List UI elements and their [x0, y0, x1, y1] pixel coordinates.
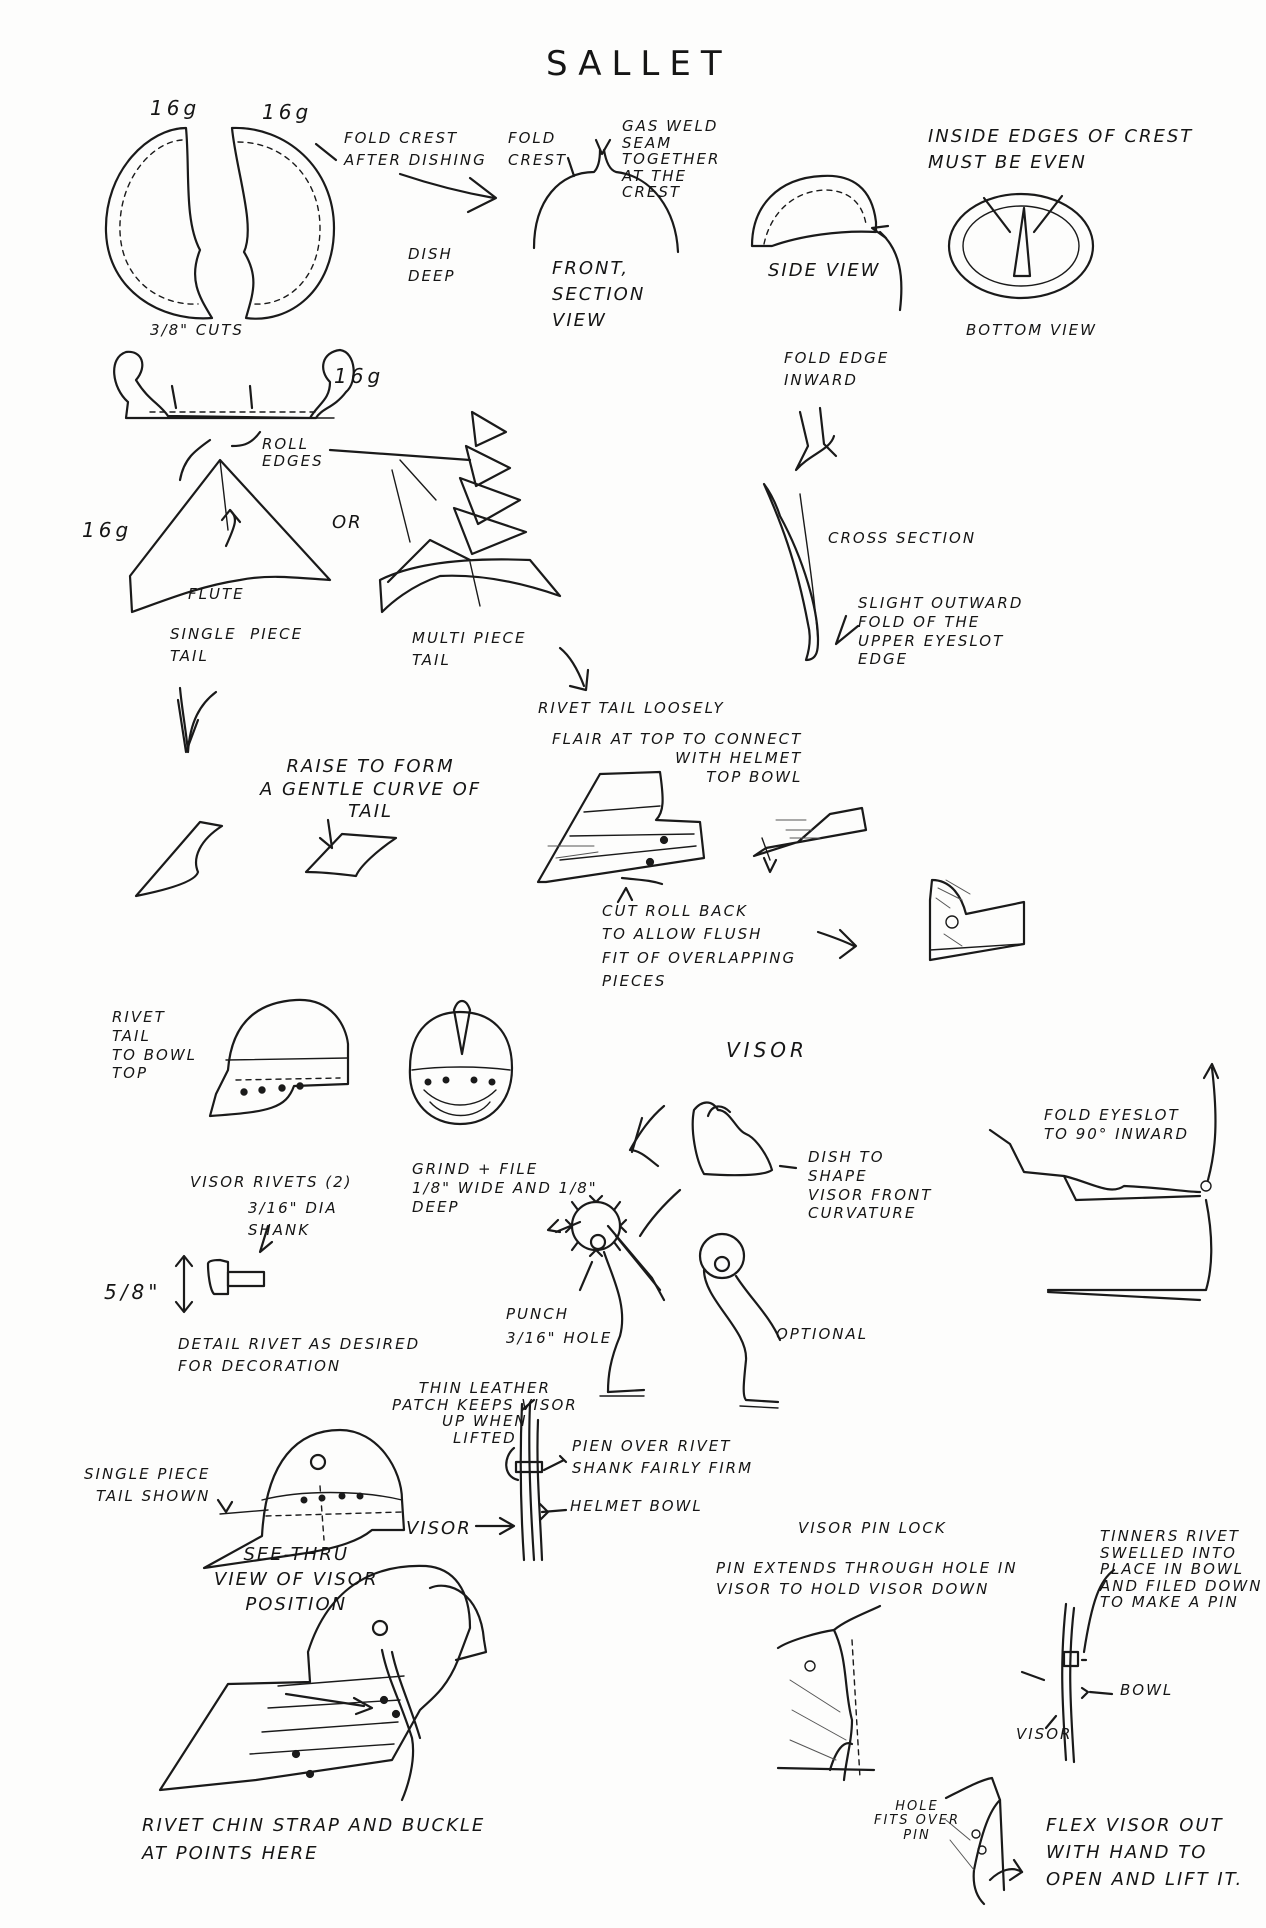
pin-lock-drawing [776, 1604, 882, 1782]
pien-over-label: PIEN OVER RIVET SHANK FAIRLY FIRM [572, 1437, 754, 1477]
pin-lock-heading: VISOR PIN LOCK [798, 1519, 947, 1537]
tinners-rivet-label: TINNERS RIVET SWELLED INTO PLACE IN BOWL… [1100, 1527, 1263, 1611]
crest-bottom-view [947, 192, 1095, 300]
helmet-bowl-label: HELMET BOWL [570, 1497, 703, 1515]
crest-side-view [750, 174, 903, 312]
raise-curve-label: RAISE TO FORM A GENTLE CURVE OF TAIL [260, 756, 482, 822]
gauge-label: 16g [334, 364, 385, 388]
gauge-label: 16g [82, 518, 133, 542]
slight-fold-label: SLIGHT OUTWARD FOLD OF THE UPPER EYESLOT… [858, 594, 1024, 669]
gauge-label: 16g [150, 96, 201, 120]
fold-eyeslot-label: FOLD EYESLOT TO 90° INWARD [1044, 1106, 1190, 1143]
chin-strap-label: RIVET CHIN STRAP AND BUCKLE AT POINTS HE… [142, 1815, 486, 1864]
single-piece-shown-label: SINGLE PIECE TAIL SHOWN [84, 1465, 211, 1505]
fold-crest-after-label: FOLD CREST AFTER DISHING [344, 129, 487, 169]
tail-blank [113, 348, 472, 482]
multi-piece-tail [378, 410, 562, 614]
cross-section-label: CROSS SECTION [828, 529, 977, 547]
front-section-label: FRONT, SECTION VIEW [552, 258, 646, 332]
see-thru-label: SEE-THRU VIEW OF VISOR POSITION [214, 1544, 379, 1616]
gas-weld-label: GAS WELD SEAM TOGETHER AT THE CREST [622, 117, 721, 201]
hole-fits-label: HOLE FITS OVER PIN [874, 1799, 961, 1843]
crest-halves-drawing [104, 126, 338, 320]
thin-leather-label: THIN LEATHER PATCH KEEPS VISOR UP WHEN L… [392, 1379, 578, 1447]
dish-arrow-1 [398, 172, 498, 214]
cuts-label: 3/8" CUTS [150, 321, 244, 339]
grind-file-label: GRIND + FILE 1/8" WIDE AND 1/8" DEEP [412, 1160, 598, 1216]
pin-extends-label: PIN EXTENDS THROUGH HOLE IN VISOR TO HOL… [716, 1559, 1018, 1598]
visor-rivet-detail [174, 1224, 274, 1314]
bottom-view-label: BOTTOM VIEW [966, 321, 1097, 339]
raised-tail-sketches [134, 818, 398, 898]
fold-eyeslot-drawing [988, 1062, 1220, 1302]
fold-edge-label: FOLD EDGE INWARD [784, 349, 890, 389]
tinners-rivet-detail [1044, 1568, 1116, 1764]
visor-leather-detail [474, 1398, 568, 1562]
bowl-label: BOWL [1120, 1681, 1174, 1699]
detail-rivet-label: DETAIL RIVET AS DESIRED FOR DECORATION [178, 1335, 421, 1375]
flex-visor-drawing [944, 1776, 1024, 1906]
overlap-detail [816, 878, 1026, 962]
front-section-view [532, 138, 680, 254]
rivet-tail-bowl-label: RIVET TAIL TO BOWL TOP [112, 1008, 198, 1083]
eyeslot-cross-section [762, 482, 860, 662]
visor-heading: VISOR [726, 1038, 808, 1062]
side-view-label: SIDE VIEW [768, 260, 881, 281]
single-piece-tail [128, 458, 332, 614]
roll-edges-label: ROLL EDGES [262, 435, 324, 470]
cut-roll-label: CUT ROLL BACK TO ALLOW FLUSH FIT OF OVER… [602, 902, 797, 990]
optional-label: OPTIONAL [776, 1325, 869, 1343]
visor-pivot-gear [546, 1194, 666, 1397]
pin-visor-label: VISOR [1016, 1725, 1073, 1743]
punch-hole-label: PUNCH 3/16" HOLE [506, 1305, 613, 1347]
or-label: OR [332, 512, 363, 533]
helmet-with-strap [158, 1564, 488, 1802]
flex-visor-label: FLEX VISOR OUT WITH HAND TO OPEN AND LIF… [1046, 1815, 1244, 1890]
single-piece-label: SINGLE PIECE TAIL [170, 625, 304, 665]
dish-visor-arrow [628, 1101, 798, 1177]
rivet-loosely-label: RIVET TAIL LOOSELY [538, 699, 725, 717]
sallet-side-riveted [208, 998, 350, 1118]
visor-label: VISOR [406, 1518, 472, 1539]
visor-rivets-label: VISOR RIVETS (2) [190, 1173, 353, 1191]
sallet-front-view [408, 999, 514, 1126]
multi-piece-label: MULTI PIECE TAIL [412, 629, 527, 669]
dish-shape-label: DISH TO SHAPE VISOR FRONT CURVATURE [808, 1148, 933, 1223]
fold-crest-label: FOLD CREST [508, 129, 568, 169]
label-leaders [554, 156, 1046, 1682]
dish-deep-label: DISH DEEP [408, 245, 456, 285]
flair-label: FLAIR AT TOP TO CONNECT WITH HELMET TOP … [552, 730, 803, 786]
gauge-label: 16g [262, 100, 313, 124]
inside-edges-label: INSIDE EDGES OF CREST MUST BE EVEN [928, 126, 1194, 174]
tail-down-arrows [176, 406, 838, 754]
dimension-label: 5/8" [104, 1280, 162, 1304]
riveted-tail-assembly [536, 770, 868, 904]
shank-label: 3/16" DIA SHANK [248, 1199, 338, 1239]
visor-pivot-optional [698, 1232, 782, 1409]
see-thru-helmet [202, 1428, 406, 1570]
flute-label: FLUTE [188, 585, 245, 603]
page-title: SALLET [546, 44, 732, 84]
